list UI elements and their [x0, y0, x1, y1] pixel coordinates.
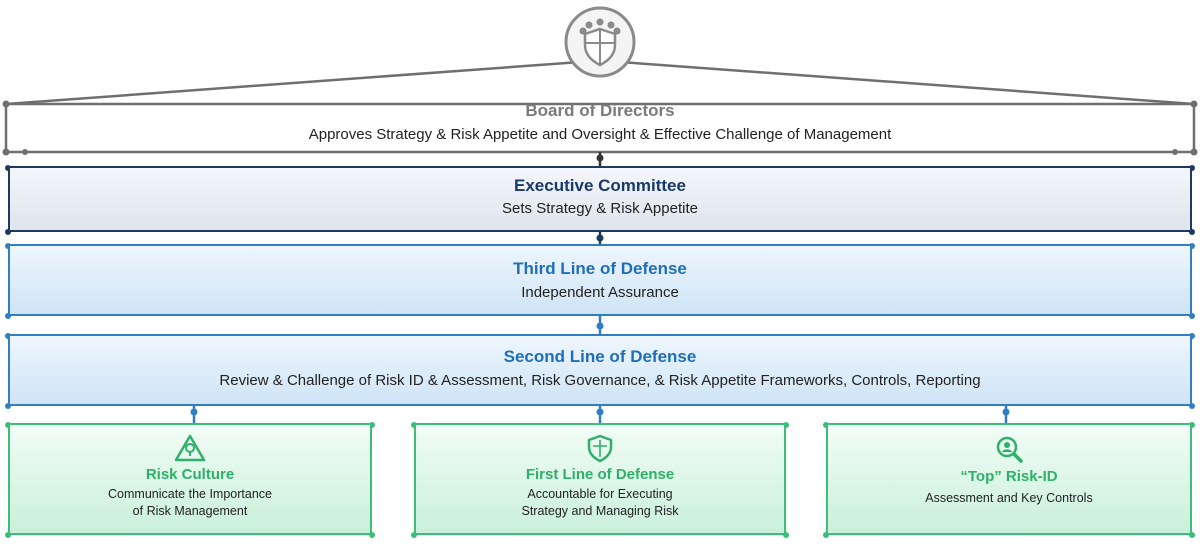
- risk-culture-line-2: of Risk Management: [132, 504, 248, 518]
- third-line-description: Independent Assurance: [521, 284, 679, 301]
- warning-triangle-icon: [174, 434, 206, 462]
- shield-icon: [587, 434, 613, 463]
- first-line-title: First Line of Defense: [525, 466, 675, 483]
- second-line-description: Review & Challenge of Risk ID & Assessme…: [219, 372, 981, 389]
- executive-description: Sets Strategy & Risk Appetite: [502, 200, 698, 217]
- board-of-directors-box: Board of Directors Approves Strategy & R…: [8, 98, 1192, 152]
- executive-committee-box: Executive Committee Sets Strategy & Risk…: [8, 166, 1192, 232]
- risk-culture-title: Risk Culture: [145, 466, 235, 483]
- executive-title: Executive Committee: [514, 176, 686, 195]
- top-risk-id-title: “Top” Risk-ID: [960, 468, 1058, 485]
- risk-culture-box: Risk Culture Communicate the Importance …: [8, 423, 372, 535]
- first-line-line-1: Accountable for Executing: [527, 487, 673, 501]
- first-line-box: First Line of Defense Accountable for Ex…: [414, 423, 786, 535]
- board-description: Approves Strategy & Risk Appetite and Ov…: [308, 126, 892, 143]
- third-line-box: Third Line of Defense Independent Assura…: [8, 244, 1192, 316]
- magnifier-search-icon: [996, 436, 1023, 463]
- second-line-title: Second Line of Defense: [503, 347, 697, 366]
- first-line-line-2: Strategy and Managing Risk: [521, 504, 679, 518]
- risk-culture-line-1: Communicate the Importance: [108, 487, 272, 501]
- second-line-box: Second Line of Defense Review & Challeng…: [8, 334, 1192, 406]
- board-shield-people-icon: [563, 5, 637, 79]
- top-risk-id-line-1: Assessment and Key Controls: [925, 491, 1093, 505]
- board-title: Board of Directors: [525, 101, 675, 120]
- third-line-title: Third Line of Defense: [513, 259, 687, 278]
- top-risk-id-box: “Top” Risk-ID Assessment and Key Control…: [826, 423, 1192, 535]
